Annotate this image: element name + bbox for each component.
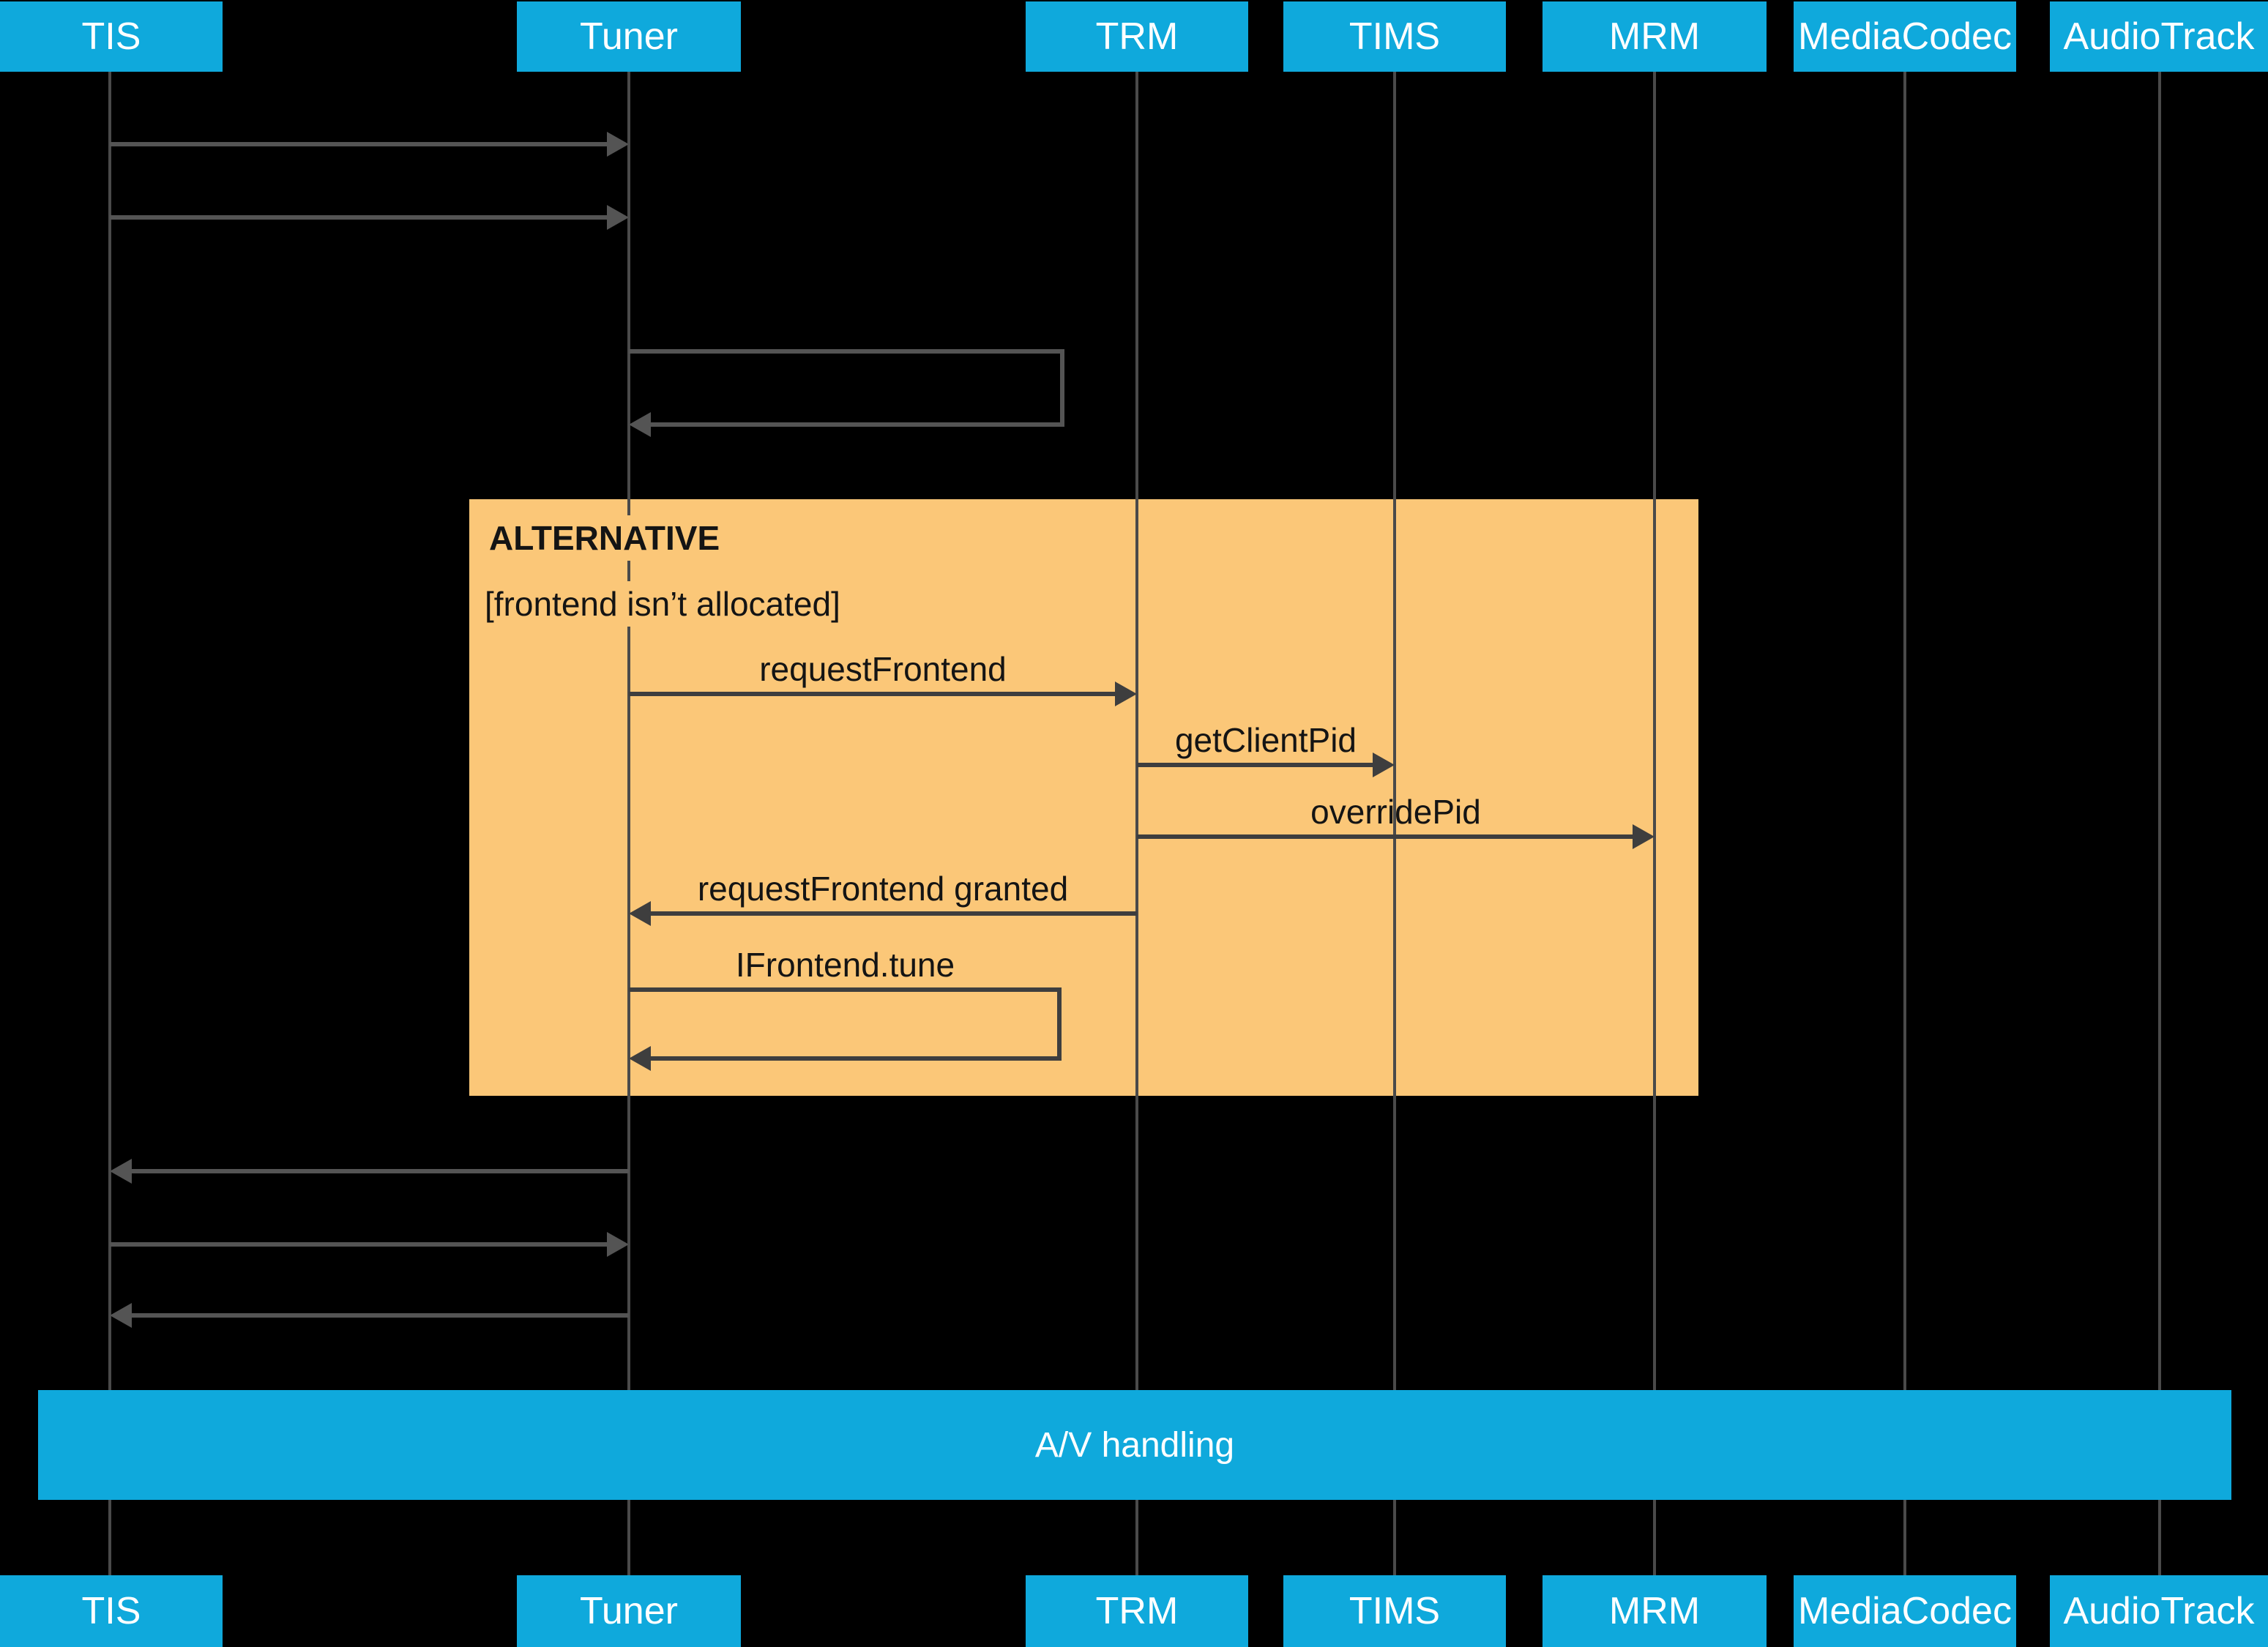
participant-footer-tims: TIMS [1283,1575,1506,1647]
lifeline-tuner [627,72,630,1575]
arrowhead-left [629,1046,651,1071]
message-label-get-client-pid: getClientPid [1174,721,1357,759]
arrowhead-right [1633,824,1655,849]
message-line-get-client-pid [1137,763,1374,767]
participant-header-mediacodec: MediaCodec [1794,1,2016,72]
participant-footer-trm: TRM [1026,1575,1248,1647]
self-message-top-line [629,349,1064,354]
arrowhead-right [607,132,629,157]
message-line-request-frontend [629,692,1116,696]
participant-label: TIS [81,15,141,58]
participant-footer-mediacodec: MediaCodec [1794,1575,2016,1647]
participant-footer-tis: TIS [0,1575,223,1647]
participant-label: Tuner [580,15,678,58]
message-label-request-frontend: requestFrontend [759,650,1007,688]
message-line-tis-tuner-2 [110,215,607,220]
participant-label: TIS [81,1590,141,1632]
participant-header-tims: TIMS [1283,1,1506,72]
participant-footer-audiotrack: AudioTrack [2050,1575,2268,1647]
participant-label: MRM [1608,15,1701,58]
participant-label: MRM [1608,1590,1701,1632]
message-line-tis-tuner-1 [110,142,607,146]
message-label-request-frontend-granted: requestFrontend granted [697,870,1069,908]
arrowhead-left [110,1303,132,1328]
participant-footer-mrm: MRM [1543,1575,1767,1647]
participant-label: TIMS [1349,15,1441,58]
arrowhead-right [607,1232,629,1257]
alt-fragment-title: ALTERNATIVE [488,515,731,561]
arrowhead-left [110,1159,132,1184]
arrowhead-right [1115,681,1137,706]
participant-label: Tuner [580,1590,678,1632]
lifeline-trm [1135,72,1138,1575]
lifeline-mrm [1653,72,1656,1575]
message-line-tuner-tis-1 [132,1169,629,1173]
message-line-request-frontend-granted [651,911,1137,916]
lifeline-audiotrack [2158,72,2161,1575]
self-message-right-line [1060,349,1064,427]
participant-header-mrm: MRM [1543,1,1767,72]
lifeline-tims [1393,72,1396,1575]
participant-header-tis: TIS [0,1,223,72]
participant-header-tuner: Tuner [517,1,741,72]
message-line-tuner-tis-2 [132,1313,629,1318]
message-line-override-pid [1137,834,1634,839]
participant-footer-tuner: Tuner [517,1575,741,1647]
participant-label: MediaCodec [1798,15,2012,58]
participant-header-trm: TRM [1026,1,1248,72]
arrowhead-left [629,412,651,437]
arrowhead-left [629,901,651,926]
self-message-bottom-line [651,422,1064,427]
arrowhead-right [1373,752,1395,777]
participant-label: TIMS [1349,1590,1441,1632]
av-handling-label: A/V handling [1034,1425,1235,1465]
participant-header-audiotrack: AudioTrack [2050,1,2268,72]
alt-fragment-guard: [frontend isn’t allocated] [483,581,851,627]
message-line-tis-tuner-3 [110,1242,607,1247]
arrowhead-right [607,205,629,230]
participant-label: AudioTrack [2063,15,2255,58]
lifeline-tis [108,72,111,1575]
self-message-top-line [629,987,1062,992]
self-message-right-line [1057,987,1062,1061]
participant-label: TRM [1095,15,1179,58]
participant-label: AudioTrack [2063,1590,2255,1632]
message-label-ifrontend-tune: IFrontend.tune [735,946,955,984]
lifeline-mediacodec [1903,72,1906,1575]
message-label-override-pid: overridePid [1310,793,1481,831]
av-handling-band: A/V handling [38,1390,2231,1500]
participant-label: MediaCodec [1798,1590,2012,1632]
self-message-bottom-line [651,1056,1062,1061]
participant-label: TRM [1095,1590,1179,1632]
